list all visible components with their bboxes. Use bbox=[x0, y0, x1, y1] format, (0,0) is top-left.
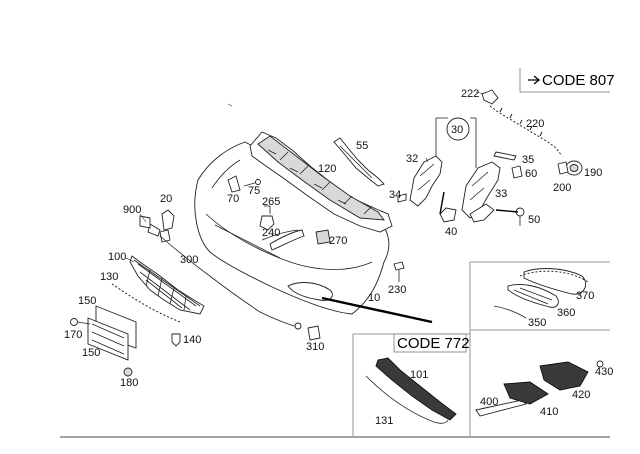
callout-33: 33 bbox=[495, 188, 507, 200]
grille-insert-410 bbox=[503, 381, 549, 405]
callout-240: 240 bbox=[262, 227, 280, 239]
arrow-to-bracket-right bbox=[495, 209, 519, 213]
callout-140: 140 bbox=[183, 334, 201, 346]
code-807-label: CODE 807 bbox=[542, 72, 615, 89]
clip-310 bbox=[294, 322, 321, 341]
callout-222: 222 bbox=[461, 88, 479, 100]
trim-strip-350 bbox=[493, 305, 527, 319]
bracket-group-circle bbox=[446, 117, 470, 141]
screw-75 bbox=[243, 179, 261, 187]
callout-labels: 10 20 30 32 33 34 35 40 50 55 60 70 75 1… bbox=[64, 88, 613, 427]
code-807-frame bbox=[519, 68, 610, 93]
grille-101 bbox=[375, 357, 457, 421]
callout-75: 75 bbox=[248, 185, 260, 197]
nut-240 bbox=[259, 215, 275, 231]
arrow-right-icon bbox=[528, 75, 541, 85]
callout-70: 70 bbox=[227, 193, 239, 205]
callout-430: 430 bbox=[595, 366, 613, 378]
fog-lamp-cover-360 bbox=[507, 284, 559, 308]
sensor-wiring bbox=[481, 89, 563, 157]
callout-420: 420 bbox=[572, 389, 590, 401]
code-772-reference: CODE 772 bbox=[393, 333, 470, 353]
license-plate-bracket bbox=[87, 305, 137, 361]
callout-360: 360 bbox=[557, 307, 575, 319]
callout-150-top: 150 bbox=[78, 295, 96, 307]
callout-370: 370 bbox=[576, 290, 594, 302]
right-bracket bbox=[461, 161, 501, 223]
cable-harness bbox=[147, 223, 301, 329]
callout-310: 310 bbox=[306, 341, 324, 353]
code-772-label: CODE 772 bbox=[397, 335, 470, 352]
sensor-holder-35 bbox=[493, 151, 517, 161]
arrow-to-bracket-left bbox=[439, 191, 445, 215]
callout-270: 270 bbox=[329, 235, 347, 247]
retainer-270 bbox=[315, 229, 331, 245]
callout-300: 300 bbox=[180, 254, 198, 266]
clip-430 bbox=[596, 360, 604, 368]
callout-900: 900 bbox=[123, 204, 141, 216]
bracket-group-lines bbox=[435, 117, 477, 168]
callout-32: 32 bbox=[406, 153, 418, 165]
bolt-170 bbox=[70, 318, 91, 326]
callout-20: 20 bbox=[160, 193, 172, 205]
grille-insert-420 bbox=[539, 361, 589, 391]
callout-200: 200 bbox=[553, 182, 571, 194]
callout-400: 400 bbox=[480, 396, 498, 408]
screw-34 bbox=[397, 193, 407, 203]
callout-101: 101 bbox=[410, 369, 428, 381]
callout-131: 131 bbox=[375, 415, 393, 427]
callout-190: 190 bbox=[584, 167, 602, 179]
fog-lamp-cover-370 bbox=[519, 268, 589, 295]
callout-130: 130 bbox=[100, 271, 118, 283]
callout-55: 55 bbox=[356, 140, 368, 152]
nut-180 bbox=[123, 367, 133, 377]
leader-lines bbox=[125, 91, 485, 263]
callout-410: 410 bbox=[540, 406, 558, 418]
support-strip bbox=[333, 137, 385, 187]
callout-10: 10 bbox=[368, 292, 380, 304]
callout-120: 120 bbox=[318, 163, 336, 175]
side-bracket bbox=[159, 209, 175, 243]
callout-230: 230 bbox=[388, 284, 406, 296]
callout-180: 180 bbox=[120, 377, 138, 389]
callout-30: 30 bbox=[451, 124, 463, 136]
callout-220: 220 bbox=[526, 118, 544, 130]
code-807-reference: CODE 807 bbox=[519, 68, 615, 93]
clip-140 bbox=[171, 333, 181, 347]
callout-40: 40 bbox=[445, 226, 457, 238]
trim-400 bbox=[475, 399, 527, 417]
screw-230 bbox=[393, 261, 405, 282]
parking-sensor bbox=[557, 160, 583, 176]
trim-strip bbox=[111, 283, 181, 323]
clip-60 bbox=[511, 165, 523, 179]
callout-34: 34 bbox=[389, 189, 401, 201]
lower-grille bbox=[129, 255, 205, 315]
impact-absorber bbox=[249, 131, 393, 233]
callout-265: 265 bbox=[262, 196, 280, 208]
callout-170: 170 bbox=[64, 329, 82, 341]
callout-350: 350 bbox=[528, 317, 546, 329]
bumper-cover bbox=[194, 141, 433, 324]
callout-150-bottom: 150 bbox=[82, 347, 100, 359]
bracket-900 bbox=[139, 215, 151, 229]
callout-50: 50 bbox=[528, 214, 540, 226]
left-bracket bbox=[409, 155, 457, 223]
code-772-frame bbox=[393, 333, 467, 353]
screw-50 bbox=[515, 207, 525, 226]
callout-100: 100 bbox=[108, 251, 126, 263]
clip-70 bbox=[227, 175, 241, 193]
trim-131 bbox=[365, 375, 449, 424]
nut-265 bbox=[264, 205, 271, 214]
callout-60: 60 bbox=[525, 168, 537, 180]
callout-35: 35 bbox=[522, 154, 534, 166]
